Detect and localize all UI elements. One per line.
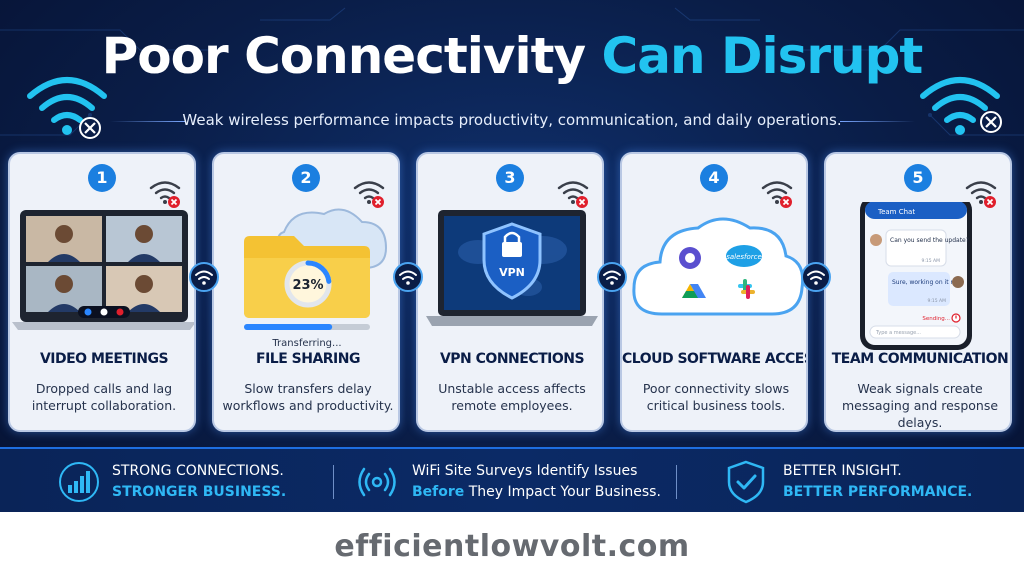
weak-wifi-icon (761, 181, 793, 208)
chat-input-placeholder: Type a message... (875, 330, 921, 336)
footer-domain: efficientlowvolt.com (334, 529, 690, 564)
cloud-apps-icon: salesforce (632, 217, 805, 316)
banner-text-2-line2: Before They Impact Your Business. (412, 484, 661, 500)
card-title: VIDEO MEETINGS (39, 351, 169, 367)
wifi-error-icon (920, 77, 1002, 135)
card-title: FILE SHARING (256, 351, 360, 367)
banner-text-1: STRONG CONNECTIONS. (112, 463, 284, 479)
card-title: CLOUD SOFTWARE ACCESS (622, 351, 808, 367)
banner-divider (333, 465, 334, 499)
card-description: Slow transfers delay workflows and produ… (222, 381, 394, 413)
card-video-meetings: 1 VIDEO MEETINGS (8, 152, 196, 432)
card-number: 1 (88, 164, 116, 192)
banner-text-2: WiFi Site Surveys Identify Issues (412, 463, 638, 479)
card-number: 3 (496, 164, 524, 192)
banner-text-2-rest: They Impact Your Business. (464, 484, 661, 500)
sending-status: Sending... (922, 316, 950, 322)
wifi-error-icon (27, 77, 107, 139)
progress-ring (305, 260, 332, 284)
chat-message-2: Sure, working on it now. (892, 279, 964, 286)
broadcast-signal-icon (358, 467, 396, 497)
card-title: TEAM COMMUNICATION (831, 351, 1009, 367)
card-number: 4 (700, 164, 728, 192)
title-part-accent: Can Disrupt (601, 27, 924, 85)
banner-text-2-bold: Before (412, 484, 465, 500)
subtitle-rule-right (840, 121, 915, 122)
subtitle: Weak wireless performance impacts produc… (182, 111, 842, 129)
banner-text-1-accent: STRONGER BUSINESS. (112, 484, 287, 500)
card-team-communication: 5 Team Chat Can you send the update? 9:1… (824, 152, 1012, 432)
card-description: Poor connectivity slows critical busines… (642, 381, 790, 413)
shield-check-icon (727, 460, 765, 504)
signal-bars-icon (59, 462, 99, 502)
subtitle-rule-left (110, 121, 185, 122)
phone-chat-icon: Team Chat Can you send the update? 9:15 … (860, 202, 972, 350)
progress-bar-fill (244, 324, 333, 330)
vpn-label: VPN (499, 266, 525, 279)
card-cloud-software: 4 salesforce (620, 152, 808, 432)
banner-divider (676, 465, 677, 499)
card-description: Dropped calls and lag interrupt collabor… (31, 381, 177, 413)
card-number: 5 (904, 164, 932, 192)
salesforce-label: salesforce (726, 253, 762, 261)
card-description: Unstable access affects remote employees… (438, 381, 586, 413)
weak-wifi-icon (557, 181, 589, 208)
chat-time-1: 9:15 AM (922, 258, 941, 264)
wifi-connector-icon (801, 262, 831, 292)
chat-time-2: 9:15 AM (928, 298, 947, 304)
card-file-sharing: 2 23% Transferring... FILE SHAR (212, 152, 400, 432)
wifi-connector-icon (597, 262, 627, 292)
vpn-shield-laptop-icon: VPN (426, 210, 598, 326)
circuit-background (0, 7, 1024, 136)
progress-percent: 23% (292, 278, 323, 293)
card-description: Weak signals create messaging and respon… (841, 381, 999, 430)
weak-wifi-icon (353, 181, 385, 208)
transfer-status: Transferring... (271, 338, 341, 349)
page-title: Poor Connectivity Can Disrupt (0, 26, 1024, 86)
chat-header: Team Chat (877, 208, 915, 216)
weak-wifi-icon (965, 181, 997, 208)
video-call-laptop-icon (12, 210, 194, 330)
weak-wifi-icon (149, 181, 181, 208)
bottom-banner: STRONG CONNECTIONS. STRONGER BUSINESS. W… (0, 447, 1024, 512)
banner-text-3: BETTER INSIGHT. (783, 463, 902, 479)
card-row: 1 VIDEO MEETINGS (0, 152, 1024, 434)
infographic-poster: Poor Connectivity Can Disrupt Weak wirel… (0, 0, 1024, 512)
card-number: 2 (292, 164, 320, 192)
folder-cloud-icon: 23% Transferring... (244, 208, 388, 349)
banner-text-3-accent: BETTER PERFORMANCE. (783, 484, 973, 500)
wifi-connector-icon (393, 262, 423, 292)
wifi-connector-icon (189, 262, 219, 292)
card-title: VPN CONNECTIONS (439, 351, 585, 367)
title-part-white: Poor Connectivity (101, 27, 586, 85)
card-vpn-connections: 3 VPN VPN CONNECTIONS Unstable ac (416, 152, 604, 432)
chat-message-1: Can you send the update? (890, 237, 969, 244)
